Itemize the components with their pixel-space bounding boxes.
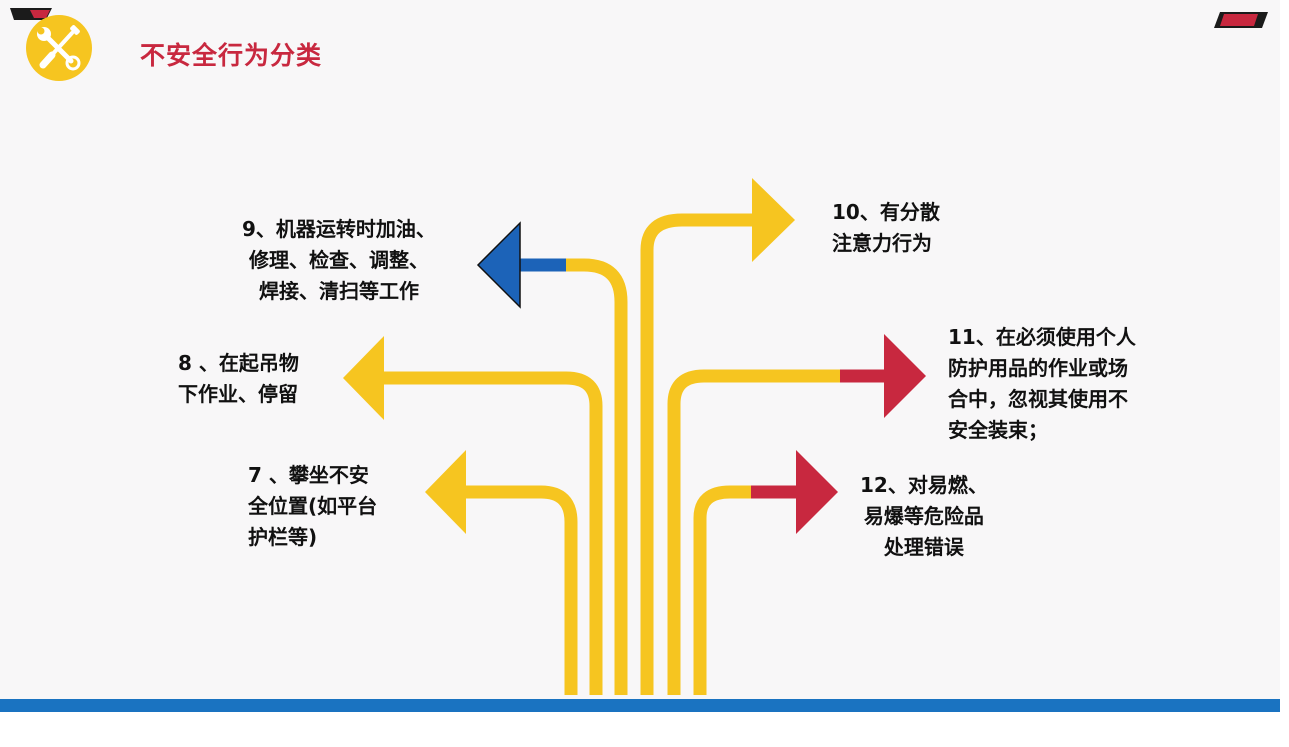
slide: 不安全行为分类 7 、攀坐不安 全位置(如平台 (0, 8, 1280, 712)
label-item-11: 11、在必须使用个人 防护用品的作业或场 合中，忽视其使用不 安全装束； (948, 325, 1136, 442)
path-7 (458, 485, 578, 695)
tools-icon (26, 15, 92, 81)
path-12 (693, 485, 752, 695)
corner-decoration-right (1214, 12, 1268, 28)
page-title: 不安全行为分类 (140, 41, 323, 70)
label-item-9: 9、机器运转时加油、 修理、检查、调整、 焊接、清扫等工作 (242, 217, 436, 303)
arrowhead-12 (796, 450, 838, 534)
label-item-8: 8 、在起吊物 下作业、停留 (178, 351, 299, 406)
label-item-12: 12、对易燃、 易爆等危险品 处理错误 (860, 473, 988, 559)
bottom-bar (0, 699, 1280, 712)
corner-decoration-left (10, 8, 52, 20)
label-item-10: 10、有分散 注意力行为 (832, 200, 940, 255)
arrowhead-9 (476, 221, 521, 309)
path-10 (640, 213, 760, 695)
arrowhead-10 (752, 178, 795, 262)
path-8 (378, 371, 603, 695)
path-9 (565, 258, 628, 695)
label-item-7: 7 、攀坐不安 全位置(如平台 护栏等) (248, 463, 378, 549)
path-11 (667, 369, 842, 695)
arrowhead-7 (425, 450, 466, 534)
arrow-diagram (343, 178, 926, 695)
arrowhead-8 (343, 336, 384, 420)
arrowhead-11 (884, 334, 926, 418)
